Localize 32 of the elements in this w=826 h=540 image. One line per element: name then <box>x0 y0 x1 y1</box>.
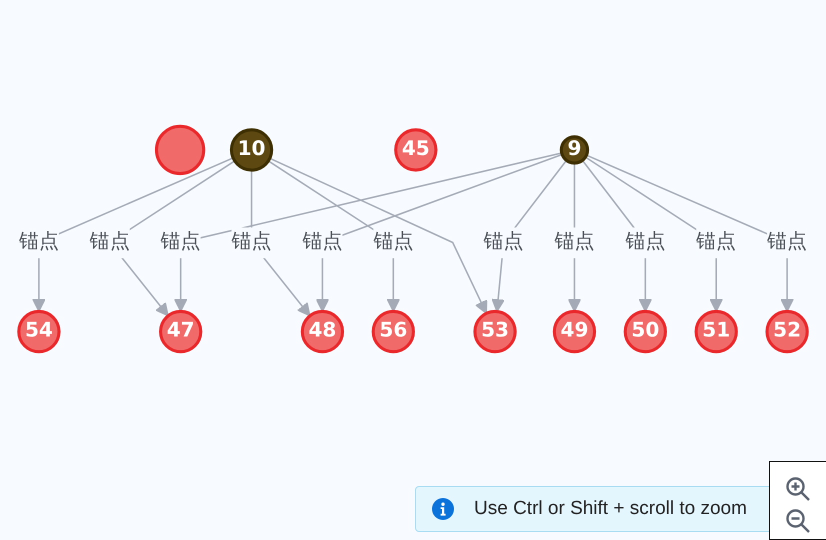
node-circle: 56 <box>372 310 415 354</box>
edge-label: 锚点 <box>232 230 272 254</box>
node-circle: 47 <box>159 310 202 354</box>
node-circle: 10 <box>230 128 274 172</box>
arrow <box>586 154 794 312</box>
hint-text: Use Ctrl or Shift + scroll to zoom <box>474 498 747 520</box>
edge-label: 锚点 <box>373 230 414 254</box>
node-circle: 48 <box>300 310 344 354</box>
edge-label: 锚点 <box>302 230 342 254</box>
node-circle <box>154 124 206 176</box>
node-circle: 50 <box>624 310 667 354</box>
edge-label: 锚点 <box>484 230 524 254</box>
arrow <box>174 152 562 312</box>
node-circle: 45 <box>394 128 438 172</box>
edge-label: 锚点 <box>554 230 594 254</box>
edge-label: 锚点 <box>767 230 808 254</box>
arrow <box>268 160 400 312</box>
edge-label: 锚点 <box>18 230 59 254</box>
edge-label: 锚点 <box>90 230 130 254</box>
arrow <box>316 154 562 312</box>
arrow <box>32 157 234 312</box>
node-circle: 52 <box>765 310 809 354</box>
node-circle: 51 <box>694 310 738 354</box>
node-circle: 53 <box>473 310 517 354</box>
edge-label: 锚点 <box>625 230 666 254</box>
node-circle: 49 <box>552 310 596 354</box>
arrow <box>269 158 488 314</box>
edge-label: 锚点 <box>696 230 736 254</box>
edge-label: 锚点 <box>160 230 201 254</box>
node-circle: 54 <box>17 310 61 354</box>
arrow <box>585 156 723 312</box>
node-circle: 9 <box>560 135 590 165</box>
